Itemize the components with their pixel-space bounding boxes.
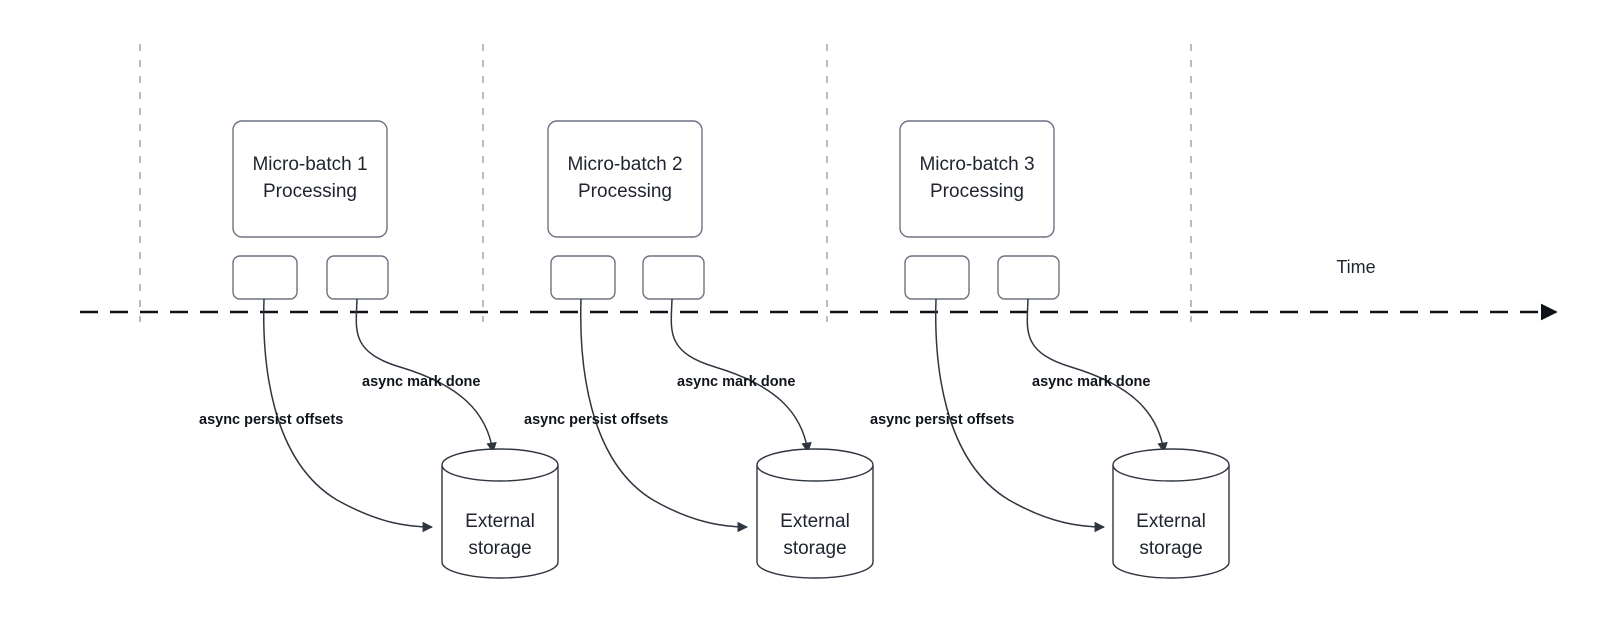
microbatch-1-persist-offsets-label: async persist offsets <box>199 412 343 428</box>
microbatch-3-persist-offsets-label: async persist offsets <box>870 412 1014 428</box>
microbatch-2-box[interactable] <box>547 120 703 238</box>
external-storage-3-body <box>1112 465 1230 579</box>
external-storage-1-body <box>441 465 559 579</box>
microbatch-2-persist-offsets-arrow <box>580 298 749 533</box>
microbatch-3-persist-offsets-arrow <box>935 298 1106 533</box>
microbatch-3-persist-offsets-task-box[interactable] <box>904 255 970 300</box>
microbatch-3-box[interactable] <box>899 120 1055 238</box>
microbatch-3-label-line2: Processing <box>930 181 1024 202</box>
microbatch-2-persist-offsets-label: async persist offsets <box>524 412 668 428</box>
microbatch-2-mark-done-label: async mark done <box>677 374 795 390</box>
microbatch-1-box[interactable] <box>232 120 388 238</box>
microbatch-group-2: Micro-batch 2 Processing async persist o… <box>524 120 874 579</box>
microbatch-2-mark-done-arrow <box>670 298 812 454</box>
microbatch-group-3: Micro-batch 3 Processing async persist o… <box>870 120 1230 579</box>
microbatch-2-label-line2: Processing <box>578 181 672 202</box>
external-storage-2-label-line2: storage <box>783 538 846 559</box>
external-storage-2[interactable]: External storage <box>756 448 874 579</box>
microbatch-1-persist-offsets-arrow <box>263 298 434 533</box>
microbatch-3-label-line1: Micro-batch 3 <box>919 154 1034 175</box>
external-storage-1-label-line1: External <box>465 511 535 532</box>
external-storage-2-body <box>756 465 874 579</box>
external-storage-3-top <box>1112 448 1230 482</box>
external-storage-2-label-line1: External <box>780 511 850 532</box>
external-storage-1-label-line2: storage <box>468 538 531 559</box>
external-storage-3-label-line1: External <box>1136 511 1206 532</box>
microbatch-1-label-line1: Micro-batch 1 <box>252 154 367 175</box>
microbatch-1-mark-done-task-box[interactable] <box>326 255 389 300</box>
microbatch-3-mark-done-task-box[interactable] <box>997 255 1060 300</box>
external-storage-3-label-line2: storage <box>1139 538 1202 559</box>
external-storage-2-top <box>756 448 874 482</box>
microbatch-2-persist-offsets-task-box[interactable] <box>550 255 616 300</box>
time-axis: Time <box>80 257 1558 321</box>
external-storage-1[interactable]: External storage <box>441 448 559 579</box>
microbatch-2-mark-done-task-box[interactable] <box>642 255 705 300</box>
microbatch-1-mark-done-arrow <box>355 298 497 454</box>
microbatch-1-label-line2: Processing <box>263 181 357 202</box>
microbatch-1-mark-done-label: async mark done <box>362 374 480 390</box>
external-storage-3[interactable]: External storage <box>1112 448 1230 579</box>
microbatch-group-1: Micro-batch 1 Processing async persist o… <box>199 120 559 579</box>
microbatch-2-label-line1: Micro-batch 2 <box>567 154 682 175</box>
external-storage-1-top <box>441 448 559 482</box>
microbatch-1-persist-offsets-task-box[interactable] <box>232 255 298 300</box>
microbatch-3-mark-done-arrow <box>1026 298 1168 454</box>
microbatch-3-mark-done-label: async mark done <box>1032 374 1150 390</box>
time-axis-label: Time <box>1336 257 1375 277</box>
